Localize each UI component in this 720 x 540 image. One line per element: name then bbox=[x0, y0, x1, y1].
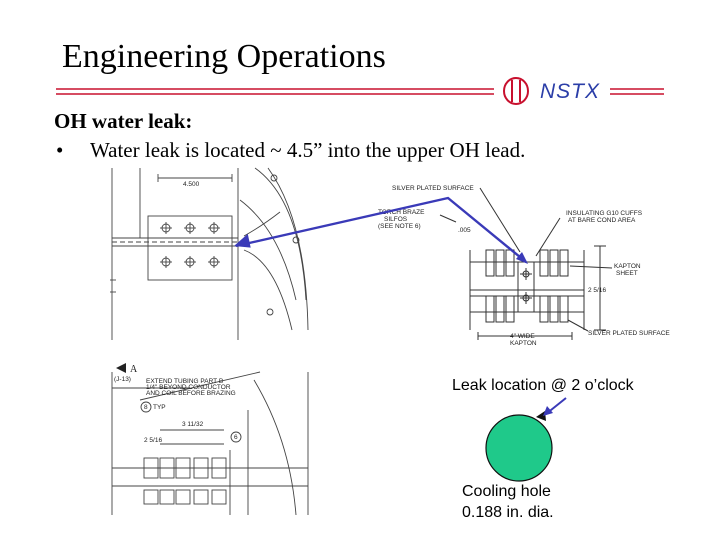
balloon-2: 6 bbox=[234, 434, 238, 441]
silver-top-label: SILVER PLATED SURFACE bbox=[392, 185, 474, 192]
cooling-hole-label: Cooling hole 0.188 in. dia. bbox=[462, 481, 554, 523]
section-heading: OH water leak: bbox=[54, 109, 193, 133]
dim-005: .005 bbox=[458, 227, 471, 234]
leader-arrows bbox=[235, 196, 527, 263]
leak-location-label: Leak location @ 2 o’clock bbox=[452, 377, 634, 394]
torch-line-1: TORCH BRAZE bbox=[378, 209, 425, 216]
bullet-text: Water leak is located ~ 4.5” into the up… bbox=[90, 138, 526, 162]
view-arrow-icon bbox=[116, 363, 126, 373]
leak-pointer-head-icon bbox=[543, 406, 553, 416]
arrow-head-left-icon bbox=[234, 233, 251, 248]
typ-note: TYP bbox=[153, 404, 166, 411]
header-rule bbox=[56, 77, 664, 105]
dim-b-text: 3 11/32 bbox=[182, 421, 204, 428]
dim-top-text: 4.500 bbox=[183, 181, 200, 188]
wide-line-1: 4" WIDE bbox=[510, 333, 535, 340]
cooling-hole-line-1: Cooling hole bbox=[462, 483, 551, 500]
arrow-head-right-icon bbox=[516, 252, 528, 264]
bullet-marker: • bbox=[56, 138, 64, 162]
nstx-logo-text: NSTX bbox=[540, 80, 601, 103]
slide-title: Engineering Operations bbox=[62, 38, 386, 75]
plan-view-drawing bbox=[110, 167, 309, 340]
note-line-3: AND COIL BEFORE BRAZING bbox=[146, 390, 236, 397]
section-view-drawing bbox=[111, 371, 309, 516]
insul-line-2: AT BARE COND AREA bbox=[568, 217, 636, 224]
insul-line-1: INSULATING G10 CUFFS bbox=[566, 210, 643, 217]
coil-section-drawing bbox=[439, 187, 613, 340]
dim-a-text: 2 5/16 bbox=[144, 437, 162, 444]
leak-marker bbox=[536, 411, 546, 421]
kapton-line-2: SHEET bbox=[616, 270, 638, 277]
silver-bottom-label: SILVER PLATED SURFACE bbox=[588, 330, 670, 337]
wide-line-2: KAPTON bbox=[510, 340, 537, 347]
cooling-hole-line-2: 0.188 in. dia. bbox=[462, 504, 554, 521]
torch-line-3: (SEE NOTE 6) bbox=[378, 223, 421, 230]
note-line-1: EXTEND TUBING PART B bbox=[146, 378, 223, 385]
view-label: A bbox=[130, 364, 138, 375]
torch-line-2: SILFOS bbox=[384, 216, 408, 223]
kapton-line-1: KAPTON bbox=[614, 263, 641, 270]
dim-2516: 2 5/16 bbox=[588, 287, 606, 294]
nstx-logo-icon bbox=[503, 77, 529, 105]
note-ref: (J-13) bbox=[114, 376, 131, 383]
balloon-1: 8 bbox=[144, 404, 148, 411]
cooling-hole-circle bbox=[485, 414, 553, 482]
note-line-2: 1/4" BEYOND CONDUCTOR bbox=[146, 384, 231, 391]
bullet-item: • Water leak is located ~ 4.5” into the u… bbox=[56, 138, 525, 163]
